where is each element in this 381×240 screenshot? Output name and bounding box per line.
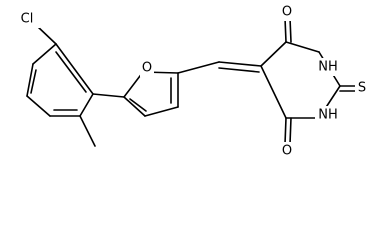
atom-label-furan-o: O — [140, 59, 154, 77]
benzene-ring — [26, 43, 94, 117]
bond-aryl-furan — [92, 93, 125, 98]
svg-text:NH: NH — [318, 108, 338, 123]
svg-text:S: S — [358, 81, 366, 96]
atom-label-cl: Cl — [16, 10, 40, 28]
atom-label-thione-s: S — [355, 79, 369, 97]
bond-methyl — [79, 115, 96, 147]
atom-label-carbonyl-bottom-o: O — [280, 142, 294, 160]
svg-text:O: O — [282, 144, 292, 159]
structure-canvas: Cl O O NH S NH O — [16, 3, 369, 160]
svg-text:O: O — [282, 5, 292, 20]
chemical-structure-drawing: Cl O O NH S NH O — [16, 3, 369, 160]
atom-label-carbonyl-top-o: O — [280, 3, 294, 21]
pyrimidine-ring — [260, 17, 358, 145]
svg-text:NH: NH — [318, 60, 338, 75]
atom-label-nh-bottom: NH — [315, 106, 341, 124]
furan-ring — [123, 71, 179, 117]
svg-text:Cl: Cl — [21, 12, 34, 27]
svg-text:O: O — [142, 61, 152, 76]
atom-label-nh-top: NH — [315, 58, 341, 76]
bond-c-cl — [36, 25, 57, 45]
methylidene-linker — [177, 61, 262, 74]
